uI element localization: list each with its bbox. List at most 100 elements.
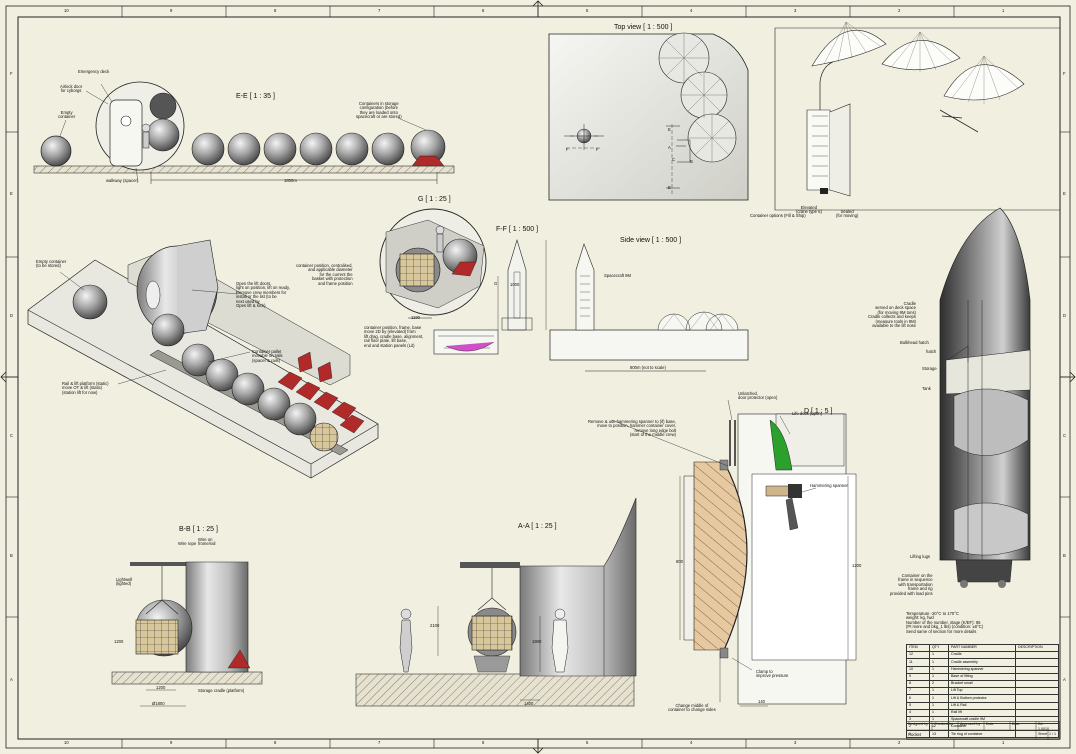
zone-row-c: C	[10, 433, 14, 438]
zone-col-8: 8	[274, 8, 277, 13]
view-isometric	[27, 239, 379, 479]
note-right-bulkhead: Bulkhead hatch	[900, 340, 929, 345]
note-iso-pallet: Container pallet movable on rails (space…	[252, 349, 283, 363]
parts-qty: 1	[929, 687, 949, 696]
zone-col-8-bottom: 8	[274, 740, 277, 745]
parts-part-number: Hammering spanner	[948, 665, 1016, 674]
note-right-hatch: hatch	[926, 349, 937, 354]
zone-col-9: 9	[170, 8, 173, 13]
note-right-storage: Storage	[922, 366, 937, 371]
zone-row-f: F	[10, 71, 13, 76]
parts-part-number: Cradle	[948, 651, 1016, 660]
note-bb-wire: Wire on frome/rail	[198, 537, 216, 547]
letter-g: G	[494, 281, 498, 286]
dim-d-h1: 800	[676, 559, 683, 564]
note-d-hammering: Hammering spanner	[810, 483, 848, 488]
parts-header-desc: DESCRIPTION	[1015, 643, 1059, 653]
zone-row-d-right: D	[1063, 313, 1067, 318]
letter-e-top: E	[668, 127, 671, 132]
dim-bb-w1: 1200	[156, 685, 166, 690]
parts-description	[1015, 665, 1059, 674]
title-date: Date	[986, 722, 994, 726]
parts-part-number: Lift Top	[948, 687, 1016, 696]
dim-d-w: 140	[758, 699, 765, 704]
zone-col-7: 7	[378, 8, 381, 13]
spec-notes: Temperature -20°C to 170°C weight: kg, f…	[906, 611, 984, 634]
zone-row-b: B	[10, 553, 13, 558]
zone-col-10: 10	[64, 8, 69, 13]
note-bb-wire-rope: Wire rope	[178, 541, 197, 546]
note-container-options: Container options (Fill & Ship)	[750, 213, 806, 218]
note-right-lifting: Lifting lugs	[910, 554, 931, 559]
parts-qty: 1	[929, 672, 949, 681]
parts-description	[1015, 679, 1059, 689]
dim-aa-h2: 1900	[532, 639, 542, 644]
note-bb-storage-cradle: Storage cradle (platform)	[198, 688, 245, 693]
parts-part-number: Bracket small	[948, 679, 1016, 689]
zone-col-10-bottom: 10	[64, 740, 69, 745]
note-right-tank: Tank	[922, 386, 931, 391]
zone-col-3: 3	[794, 8, 797, 13]
dim-bb-h: 1200	[114, 639, 124, 644]
parts-part-number: Lift & Bottom protector	[948, 694, 1016, 703]
zone-col-5: 5	[586, 8, 589, 13]
view-title-top: Top view [ 1 : 500 ]	[614, 24, 673, 31]
parts-description	[1015, 730, 1059, 739]
letter-b: B	[690, 159, 693, 164]
zone-row-a-right: A	[1063, 677, 1066, 682]
parts-item-number: 11	[906, 658, 930, 667]
view-g	[379, 208, 487, 319]
parts-qty: 1	[929, 708, 949, 717]
letter-c: C	[672, 157, 676, 162]
parts-qty: 1	[929, 658, 949, 667]
title-approved: Approved by	[960, 722, 981, 726]
view-d	[611, 399, 857, 707]
note-containers-storage: Containers in storage configuration (bef…	[356, 101, 402, 120]
title-code: 1.0010	[1038, 727, 1049, 731]
title-ed: Ed.	[1038, 722, 1044, 726]
parts-header-part: PART NUMBER	[948, 643, 1016, 653]
parts-list-header: ITEM QTY PART NUMBER DESCRIPTION	[906, 643, 1059, 653]
zone-col-4: 4	[690, 8, 693, 13]
zone-col-2: 2	[898, 8, 901, 13]
view-title-d: D [ 1 : 5 ]	[804, 408, 833, 415]
zone-row-c-right: C	[1063, 433, 1067, 438]
view-ee	[33, 81, 455, 184]
title-sheet-number: 1 / 1	[1049, 732, 1056, 736]
zone-row-d: D	[10, 313, 14, 318]
parts-qty: 1	[929, 694, 949, 703]
view-title-ff: F-F [ 1 : 500 ]	[496, 226, 539, 233]
view-title-g: G [ 1 : 25 ]	[418, 196, 451, 203]
view-aa	[355, 497, 637, 707]
zone-row-e-right: E	[1063, 191, 1066, 196]
letter-f-left: F	[566, 147, 569, 152]
note-walkway: walkway (spacer)	[106, 178, 139, 183]
note-d-change: Change middle of container to change sid…	[668, 703, 716, 713]
parts-description	[1015, 672, 1059, 681]
letter-e-bottom: E	[668, 185, 671, 190]
dim-g-width: 1190	[411, 315, 421, 320]
note-airlock: Airlock door for cyborgs	[60, 84, 83, 94]
title-block	[906, 721, 1060, 740]
dim-aa-w: 1400	[524, 701, 534, 706]
note-iso-empty: Empty container (to be stored)	[36, 259, 67, 269]
view-rocket-section	[939, 207, 1031, 588]
parts-qty: 1	[929, 651, 949, 660]
title-designed: Designed by	[908, 722, 928, 726]
drawing-name: Rocket	[908, 732, 922, 737]
parts-description	[1015, 701, 1059, 710]
parts-item-number: 10	[906, 665, 930, 674]
zone-row-a: A	[10, 677, 13, 682]
view-bb	[111, 561, 263, 707]
parts-item-number: 9	[906, 672, 930, 681]
parts-description	[1015, 694, 1059, 703]
zone-col-2-bottom: 2	[898, 740, 901, 745]
note-d-clamp: Clamp to improve pressure	[756, 669, 789, 679]
